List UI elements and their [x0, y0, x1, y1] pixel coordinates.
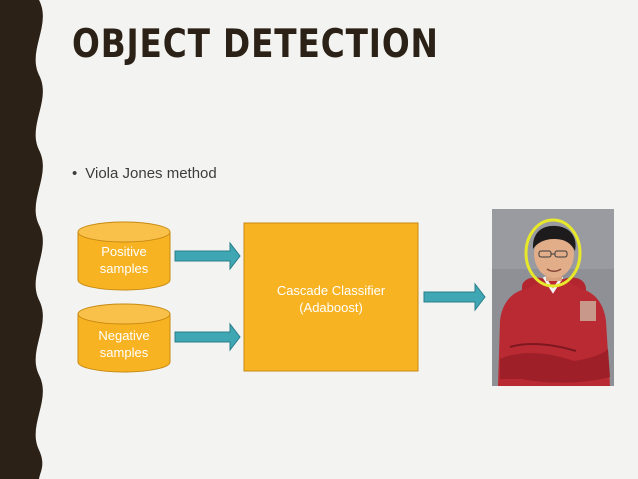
- wavy-border-shape: [0, 0, 43, 479]
- arrow-positive-to-classifier: [174, 241, 241, 271]
- positive-samples-cylinder: [77, 221, 171, 291]
- arrow-negative-to-classifier: [174, 322, 241, 352]
- positive-samples-label: Positive samples: [78, 243, 170, 277]
- slide-title: OBJECT DETECTION: [72, 22, 439, 67]
- negative-samples-line2: samples: [99, 345, 149, 360]
- negative-samples-label: Negative samples: [78, 327, 170, 361]
- arrow-classifier-to-output: [423, 282, 486, 312]
- cascade-classifier-line1: Cascade Classifier: [276, 283, 386, 298]
- face-detection-photo: [492, 209, 614, 386]
- face-detection-circle: [524, 218, 582, 288]
- bullet-item: • Viola Jones method: [72, 165, 217, 182]
- bullet-text: Viola Jones method: [85, 165, 217, 182]
- negative-samples-cylinder: [77, 303, 171, 373]
- cascade-classifier-box: [243, 222, 419, 372]
- negative-samples-line1: Negative: [98, 328, 150, 343]
- cascade-classifier-label: Cascade Classifier (Adaboost): [244, 282, 418, 316]
- positive-samples-line1: Positive: [101, 244, 147, 259]
- wavy-border-decoration: [0, 0, 43, 479]
- positive-samples-line2: samples: [99, 261, 149, 276]
- person-photo-illustration: [492, 209, 614, 386]
- cascade-classifier-line2: (Adaboost): [299, 300, 363, 315]
- bullet-marker: •: [72, 165, 78, 182]
